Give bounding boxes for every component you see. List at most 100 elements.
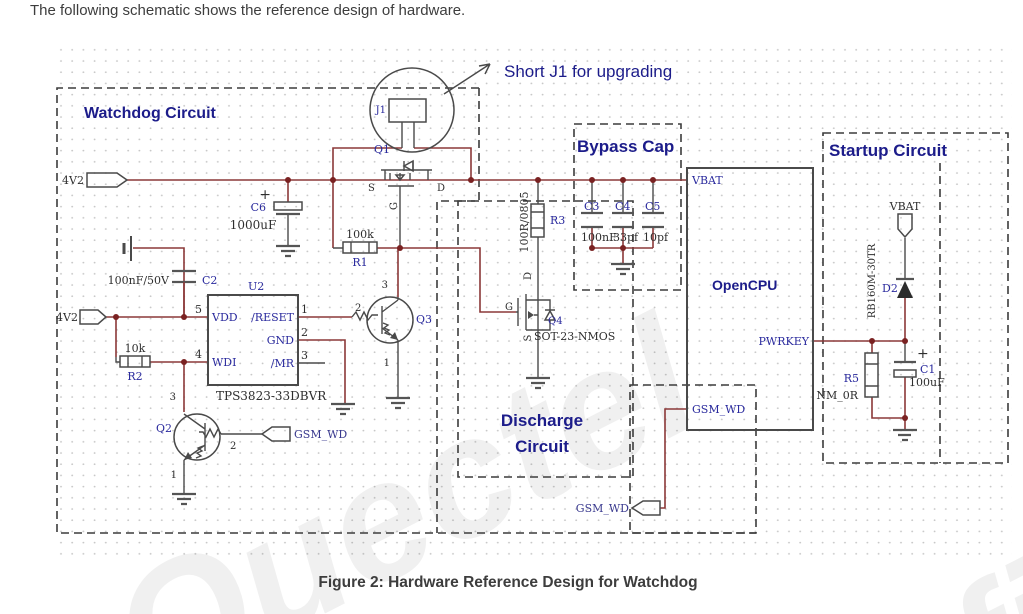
u2-num-4: 4	[195, 348, 202, 361]
resistor-r1: 100k R1	[333, 228, 378, 269]
junction-dots	[113, 177, 908, 421]
transistor-q1: Q1 S D G	[368, 143, 445, 248]
gate-net-wire	[377, 247, 516, 313]
q2-pin-2: 2	[230, 441, 236, 452]
resistor-r5: R5 NM_0R	[816, 352, 879, 402]
capacitor-c6: + C6 1000uF	[230, 187, 303, 232]
j1-legs	[401, 122, 415, 148]
opencpu-block: VBAT PWRKEY GSM_WD OpenCPU	[686, 167, 814, 431]
pwrkey-wire	[813, 298, 906, 430]
resistor-r2: 10k R2	[115, 342, 151, 383]
intro-text: The following schematic shows the refere…	[30, 2, 465, 19]
c4-ref: C4	[615, 200, 630, 213]
c1-value: 100uF	[909, 376, 945, 389]
section-boxes	[56, 87, 1009, 534]
u2-pin-mr: /MR	[271, 357, 295, 370]
discharge-box	[457, 200, 634, 478]
q4-pin-g: G	[505, 302, 513, 313]
r1-value: 100k	[346, 228, 374, 241]
schematic-sheet	[55, 40, 1012, 557]
u2-pin-wdi: WDI	[212, 356, 236, 369]
vbat-text: VBAT	[889, 200, 921, 213]
q3-pin-1: 1	[384, 358, 390, 369]
q3-pin-3: 3	[382, 280, 388, 291]
j1-ref: J1	[375, 105, 386, 116]
u2-num-2: 2	[301, 326, 308, 339]
c3-ref: C3	[584, 200, 599, 213]
jumper-j1: J1	[369, 67, 455, 153]
q1-arrow	[394, 174, 406, 182]
capacitor-c2: 100nF/50V C2	[108, 269, 217, 317]
q2-pin-3: 3	[170, 392, 176, 403]
net-label-gsm-wd-out: GSM_WD	[576, 500, 661, 516]
q4-pin-s: S	[523, 334, 534, 341]
net-label-gsm-wd-in: GSM_WD	[260, 426, 347, 442]
u2-pin-reset: /RESET	[251, 311, 295, 324]
u2-pin-vdd: VDD	[211, 311, 238, 324]
j1-highlight-circle	[369, 67, 455, 153]
leads	[183, 122, 906, 494]
r1-ref: R1	[352, 256, 367, 269]
capacitor-c3: C3 100nF	[581, 200, 617, 244]
q4-arrow	[528, 311, 534, 319]
ground-symbols	[172, 244, 917, 506]
net-label-4v2-mid: 4V2	[56, 309, 108, 325]
transistor-q3: Q3 2 3 1	[351, 280, 432, 369]
c5-ref: C5	[645, 200, 660, 213]
opencpu-pin-pwrkey: PWRKEY	[759, 335, 810, 348]
gsm-wd-out-arrow	[630, 500, 661, 516]
bypass-gnd-bus-wire	[591, 227, 654, 264]
gsm-wd-in-text: GSM_WD	[294, 428, 347, 441]
q2-emitter-arrow	[184, 452, 192, 460]
bypass-box	[573, 123, 682, 291]
q4-pin-d: D	[523, 272, 534, 280]
c2-ref: C2	[202, 274, 217, 287]
gsm-wd-in-arrow	[260, 426, 291, 442]
discharge-title-line1: Discharge	[501, 411, 583, 430]
capacitor-c1: + C1 100uF	[893, 346, 945, 389]
4v2-top-text: 4V2	[62, 174, 84, 187]
q2-pin-1: 1	[171, 470, 177, 481]
q3-pin-2: 2	[355, 303, 361, 314]
q1-pin-d: D	[437, 183, 445, 194]
net-label-vbat: VBAT	[889, 200, 921, 239]
q3-emitter-arrow	[390, 332, 398, 340]
q1-ref: Q1	[374, 143, 390, 156]
vbat-pin-symbol	[897, 213, 913, 239]
annotation-arrow	[443, 63, 491, 95]
short-j1-text: Short J1 for upgrading	[504, 62, 672, 81]
c6-plus: +	[259, 187, 271, 203]
r5-ref: R5	[844, 372, 859, 385]
d2-value: RB160M-30TR	[867, 243, 878, 318]
r3-ref: R3	[550, 214, 565, 227]
d2-ref: D2	[882, 282, 898, 295]
resistor-r3: 100R/0805 R3	[518, 192, 565, 253]
bypass-title: Bypass Cap	[577, 137, 674, 156]
discharge-title-line2: Circuit	[515, 437, 569, 456]
battery-symbol	[122, 236, 132, 261]
u2-body	[207, 294, 299, 386]
short-j1-annotation: Short J1 for upgrading	[443, 62, 672, 95]
c5-value: 10pf	[643, 231, 669, 244]
c4-value: 33pf	[613, 231, 639, 244]
q4-body-diode	[543, 309, 557, 321]
q1-pin-g: G	[389, 202, 400, 210]
gsm-wd-out-text: GSM_WD	[576, 502, 629, 515]
diode-d2: D2 RB160M-30TR	[867, 243, 914, 318]
u2-num-3: 3	[301, 349, 308, 362]
vdd-wdi-wires	[106, 247, 208, 412]
u2-part-number: TPS3823-33DBVR	[216, 389, 327, 403]
u2-num-1: 1	[301, 303, 308, 316]
j1-body	[388, 98, 427, 123]
u2-num-5: 5	[195, 303, 202, 316]
j1-bypass-wire	[332, 147, 472, 248]
r3-value: 100R/0805	[518, 192, 531, 253]
c2-value: 100nF/50V	[108, 274, 170, 287]
c6-value: 1000uF	[230, 218, 277, 232]
net-label-4v2-top: 4V2	[62, 172, 129, 188]
c1-plus: +	[917, 346, 929, 362]
4v2-mid-arrow	[79, 309, 108, 325]
q3-ref: Q3	[416, 313, 432, 326]
